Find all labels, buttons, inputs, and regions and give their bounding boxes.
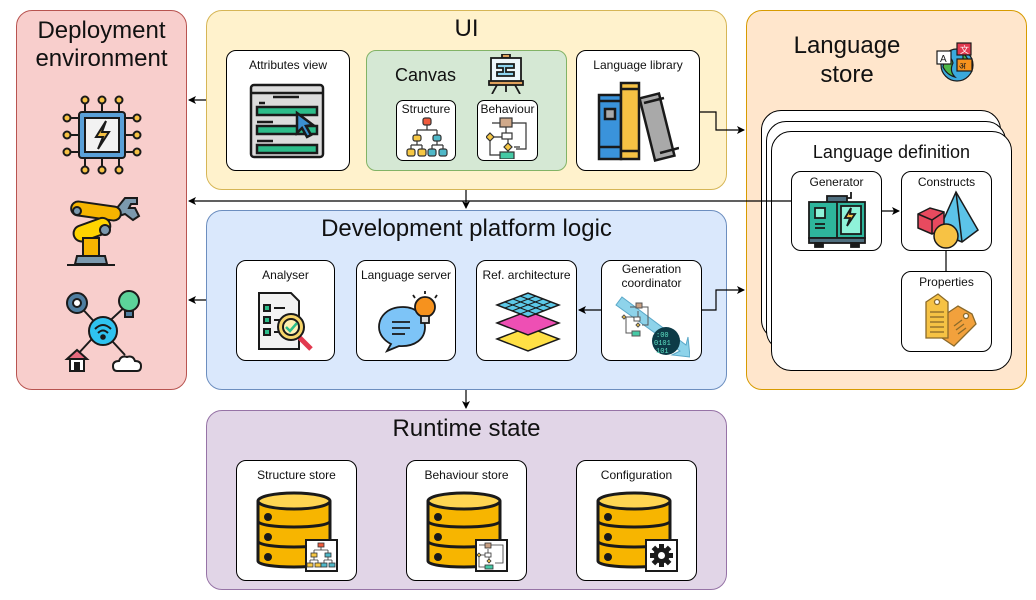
- canvas-structure-label: Structure: [401, 102, 451, 116]
- generation-coordinator-line2: coordinator: [621, 276, 682, 291]
- ref-architecture-card[interactable]: Ref. architecture: [476, 260, 577, 361]
- attributes-view-label: Attributes view: [248, 58, 328, 72]
- language-server-card[interactable]: Language server: [356, 260, 456, 361]
- layered-architecture-icon: [495, 292, 561, 352]
- constructs-label: Constructs: [917, 175, 976, 189]
- database-config-icon: [596, 491, 678, 572]
- language-library-label: Language library: [593, 58, 683, 72]
- power-generator-icon: [808, 192, 866, 248]
- iot-network-icon: [64, 290, 143, 372]
- language-server-label: Language server: [360, 268, 452, 282]
- language-library-card[interactable]: Language library: [576, 50, 700, 171]
- structure-store-label: Structure store: [257, 468, 336, 482]
- generation-coordinator-label: Generation coordinator: [602, 262, 701, 291]
- constructs-card[interactable]: Constructs: [901, 171, 992, 251]
- canvas-group: Canvas Structure Behaviour: [366, 50, 567, 171]
- configuration-label: Configuration: [600, 468, 673, 482]
- properties-card[interactable]: Properties: [901, 271, 992, 352]
- canvas-structure-card[interactable]: Structure: [396, 100, 456, 161]
- language-store-title: Language store: [747, 31, 947, 89]
- easel-board-icon: [488, 54, 524, 94]
- structure-store-card[interactable]: Structure store: [236, 460, 357, 581]
- attributes-view-card[interactable]: Attributes view: [226, 50, 350, 171]
- chat-bulb-icon: [378, 291, 438, 353]
- properties-label: Properties: [919, 275, 974, 289]
- ref-architecture-label: Ref. architecture: [482, 268, 571, 282]
- analyser-card[interactable]: Analyser: [236, 260, 335, 361]
- generator-card[interactable]: Generator: [791, 171, 882, 251]
- robot-arm-icon: [67, 197, 141, 266]
- svg-text:文: 文: [960, 44, 969, 56]
- canvas-behaviour-label: Behaviour: [480, 102, 535, 116]
- generator-label: Generator: [809, 175, 864, 189]
- deployment-title-line2: environment: [35, 45, 168, 72]
- 3d-shapes-icon: [917, 190, 979, 249]
- svg-text::00: :00: [656, 332, 669, 340]
- database-behaviour-icon: [426, 491, 508, 572]
- flowchart-icon: [486, 117, 527, 159]
- canvas-title: Canvas: [395, 65, 457, 85]
- deployment-title-line1: Deployment: [37, 17, 166, 44]
- deployment-environment-title: Deployment environment: [17, 17, 186, 73]
- ui-title: UI: [454, 15, 479, 42]
- deployment-environment-group: Deployment environment: [16, 10, 187, 390]
- development-platform-logic-title: Development platform logic: [321, 215, 612, 242]
- hierarchy-tree-icon: [406, 117, 448, 157]
- gear-icon: [650, 544, 673, 567]
- svg-text:101: 101: [656, 348, 669, 356]
- svg-text:0101: 0101: [654, 340, 671, 348]
- language-store-title-line1: Language: [793, 32, 901, 59]
- runtime-state-title: Runtime state: [392, 415, 541, 442]
- behaviour-store-card[interactable]: Behaviour store: [406, 460, 527, 581]
- attributes-form-icon: [249, 83, 325, 159]
- svg-text:A: A: [940, 54, 947, 65]
- translation-globe-icon: A 文 अ: [936, 42, 974, 82]
- svg-text:अ: अ: [959, 62, 967, 72]
- canvas-behaviour-card[interactable]: Behaviour: [477, 100, 538, 161]
- generation-coordinator-line1: Generation: [621, 262, 682, 276]
- language-definition-title: Language definition: [812, 142, 971, 162]
- books-icon: [597, 81, 679, 162]
- configuration-card[interactable]: Configuration: [576, 460, 697, 581]
- document-check-magnifier-icon: [258, 292, 313, 351]
- tags-icon: [925, 293, 977, 347]
- code-generation-icon: :00 0101 101: [615, 296, 690, 358]
- language-store-title-line2: store: [820, 61, 874, 88]
- generation-coordinator-card[interactable]: Generation coordinator :00 0101 101: [601, 260, 702, 361]
- database-structure-icon: [256, 491, 338, 572]
- analyser-label: Analyser: [262, 268, 309, 282]
- microchip-icon: [62, 95, 142, 175]
- behaviour-store-label: Behaviour store: [424, 468, 509, 482]
